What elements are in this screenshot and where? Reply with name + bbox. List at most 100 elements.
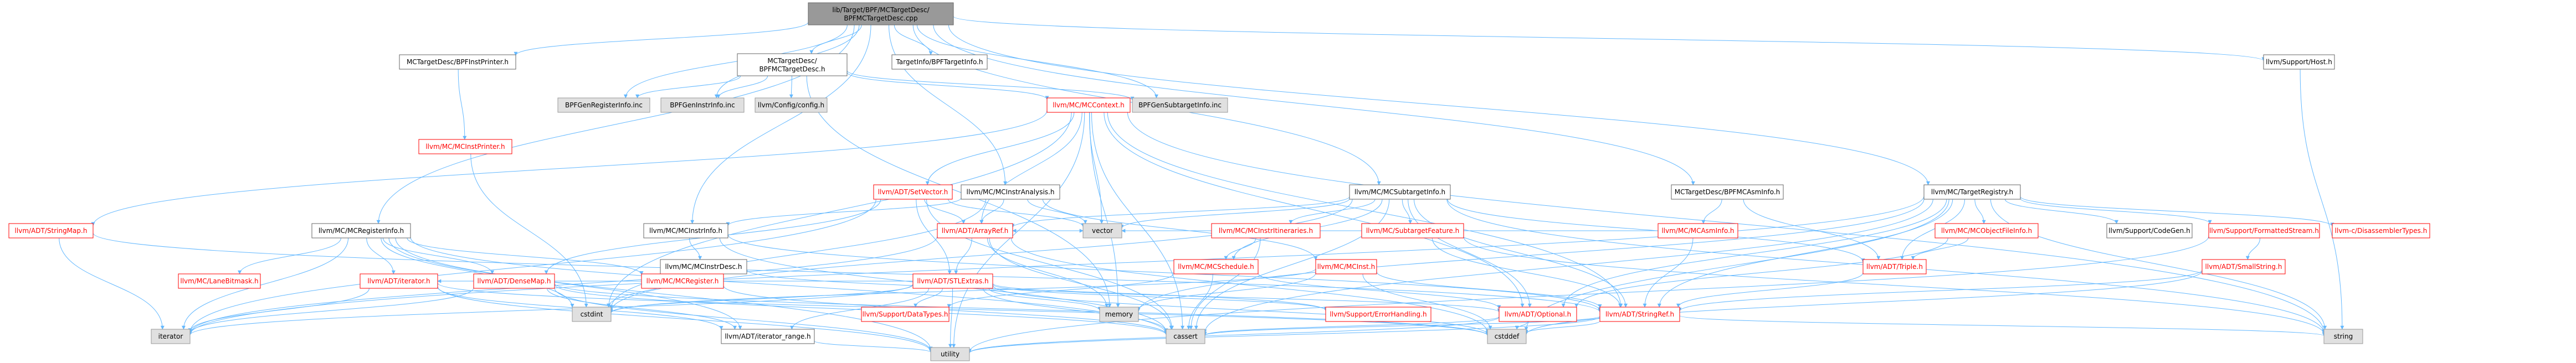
- node-label: llvm/Support/DataTypes.h: [863, 310, 948, 318]
- edge-mcreginfo-to-iterator: [181, 237, 349, 330]
- edge-mcreginfo-to-cstdint: [381, 237, 574, 308]
- edge-targetregistry-to-cstddef: [1524, 199, 1949, 331]
- edge-arrayref-to-memory: [987, 237, 1109, 308]
- node-box: [2332, 223, 2430, 238]
- node-box: [1211, 223, 1321, 238]
- node-label: llvm/Support/FormattedStream.h: [2209, 227, 2319, 235]
- edge-mcinst-to-memory: [1136, 273, 1316, 311]
- edge-stlextras-to-errorhandling: [992, 284, 1328, 311]
- edge-subtargetfeat-to-string: [1463, 236, 2326, 335]
- node-fmtstream[interactable]: llvm/Support/FormattedStream.h: [2208, 223, 2320, 238]
- node-box: [360, 273, 438, 289]
- node-host[interactable]: llvm/Support/Host.h: [2263, 54, 2335, 70]
- node-box: [1923, 184, 2021, 200]
- node-box: [399, 54, 516, 70]
- node-label: llvm/ADT/StringMap.h: [15, 227, 88, 235]
- node-label: llvm/MC/MCInstrDesc.h: [665, 263, 742, 271]
- node-bpfmctd[interactable]: MCTargetDesc/BPFMCTargetDesc.h: [737, 53, 848, 76]
- edge-arrayref-to-stlextras: [954, 237, 972, 274]
- node-label: llvm/ADT/SetVector.h: [878, 188, 948, 196]
- edge-bpfmctd-to-subtarget_inc: [846, 70, 1135, 101]
- node-box: [721, 329, 815, 344]
- node-instranalysis[interactable]: llvm/MC/MCInstrAnalysis.h: [961, 184, 1060, 200]
- edge-bpfmctd-to-config: [789, 75, 793, 98]
- edge-host-to-string: [2300, 69, 2344, 330]
- edge-asminfo_bpf-to-triple: [1743, 199, 1881, 260]
- edge-mccontext-to-utility: [952, 112, 1085, 348]
- node-mcreginfo[interactable]: llvm/MC/MCRegisterInfo.h: [311, 223, 411, 238]
- node-mcinstrinfo[interactable]: llvm/MC/MCInstrInfo.h: [643, 223, 728, 238]
- node-mcinstrdesc[interactable]: llvm/MC/MCInstrDesc.h: [660, 259, 747, 274]
- node-mcasminfo[interactable]: llvm/MC/MCAsmInfo.h: [1658, 223, 1738, 238]
- node-stringmap[interactable]: llvm/ADT/StringMap.h: [8, 223, 94, 238]
- node-subtargetfeat[interactable]: llvm/MC/SubtargetFeature.h: [1361, 223, 1464, 238]
- node-box: [473, 273, 555, 289]
- node-targetregistry[interactable]: llvm/MC/TargetRegistry.h: [1923, 184, 2021, 200]
- node-root[interactable]: lib/Target/BPF/MCTargetDesc/BPFMCTargetD…: [808, 2, 954, 25]
- node-box: [1046, 97, 1131, 113]
- node-box: [937, 223, 1013, 238]
- node-box: [1325, 307, 1431, 322]
- node-instprinter[interactable]: MCTargetDesc/BPFInstPrinter.h: [399, 54, 516, 70]
- node-subtargetinfo[interactable]: llvm/MC/MCSubtargetInfo.h: [1349, 184, 1451, 200]
- node-mcschedule[interactable]: llvm/MC/MCSchedule.h: [1173, 259, 1259, 274]
- node-label: BPFGenRegisterInfo.inc: [565, 101, 643, 109]
- node-codegen[interactable]: llvm/Support/CodeGen.h: [2106, 223, 2193, 238]
- node-label: llvm/MC/MCAsmInfo.h: [1661, 227, 1734, 235]
- node-label: llvm/MC/MCRegisterInfo.h: [319, 227, 404, 235]
- node-mcregister[interactable]: llvm/MC/MCRegister.h: [641, 273, 724, 289]
- node-smallstring[interactable]: llvm/ADT/SmallString.h: [2202, 259, 2286, 274]
- node-disasm[interactable]: llvm-c/DisassemblerTypes.h: [2332, 223, 2430, 238]
- edge-targetregistry-to-memory: [1136, 199, 1925, 312]
- node-stringref[interactable]: llvm/ADT/StringRef.h: [1599, 307, 1680, 322]
- node-setvector[interactable]: llvm/ADT/SetVector.h: [873, 184, 953, 200]
- node-mccontext[interactable]: llvm/MC/MCContext.h: [1046, 97, 1131, 113]
- edge-mcreginfo-to-mcregister: [407, 237, 644, 276]
- node-asminfo_bpf[interactable]: MCTargetDesc/BPFMCAsmInfo.h: [1671, 184, 1784, 200]
- node-label: utility: [941, 350, 959, 358]
- node-densemap[interactable]: llvm/ADT/DenseMap.h: [473, 273, 555, 289]
- node-mcinst[interactable]: llvm/MC/MCInst.h: [1315, 259, 1377, 274]
- node-arrayref[interactable]: llvm/ADT/ArrayRef.h: [937, 223, 1013, 238]
- node-mcinstprinter[interactable]: llvm/MC/MCInstPrinter.h: [418, 139, 512, 154]
- node-box: [1166, 329, 1205, 344]
- node-iterrange[interactable]: llvm/ADT/iterator_range.h: [721, 329, 815, 344]
- node-optional[interactable]: llvm/ADT/Optional.h: [1499, 307, 1577, 322]
- node-instritin[interactable]: llvm/MC/MCInstrItineraries.h: [1211, 223, 1321, 238]
- edge-root-to-mcinstrinfo: [690, 24, 871, 224]
- node-box: [1658, 223, 1738, 238]
- node-triple[interactable]: llvm/ADT/Triple.h: [1862, 259, 1927, 274]
- node-instrinfo_inc: BPFGenInstrInfo.inc: [660, 97, 745, 113]
- edge-optional-to-cassert: [1203, 316, 1500, 336]
- edge-root-to-instprinter: [514, 22, 809, 56]
- node-errorhandling[interactable]: llvm/Support/ErrorHandling.h: [1325, 307, 1431, 322]
- node-box: [873, 184, 953, 200]
- node-stlextras[interactable]: llvm/ADT/STLExtras.h: [912, 273, 993, 289]
- edge-stringref-to-string: [1679, 315, 2326, 336]
- node-box: [2106, 223, 2193, 238]
- node-box: [151, 329, 191, 344]
- node-vector: vector: [1082, 223, 1122, 238]
- node-label: llvm/MC/MCRegister.h: [646, 277, 719, 285]
- node-label: llvm/ADT/iterator.h: [367, 277, 430, 285]
- node-label: llvm/MC/SubtargetFeature.h: [1366, 227, 1459, 235]
- node-targetinfo[interactable]: TargetInfo/BPFTargetInfo.h: [891, 54, 988, 70]
- node-label: llvm/MC/LaneBitmask.h: [180, 277, 258, 285]
- node-adtiterator[interactable]: llvm/ADT/iterator.h: [360, 273, 438, 289]
- node-label: llvm/MC/MCInstrAnalysis.h: [967, 188, 1055, 196]
- edge-densemap-to-utility: [554, 288, 933, 351]
- edge-root-to-subtarget_inc: [916, 24, 1158, 98]
- node-datatypes[interactable]: llvm/Support/DataTypes.h: [861, 307, 950, 322]
- node-box: [1934, 223, 2039, 238]
- edge-instranalysis-to-mcinstrinfo: [726, 198, 962, 226]
- edge-arrayref-to-cstddef: [1010, 237, 1490, 333]
- edge-mcreginfo-to-densemap: [382, 237, 495, 274]
- node-objfileinfo[interactable]: llvm/MC/MCObjectFileInfo.h: [1934, 223, 2039, 238]
- node-label: llvm/MC/MCSchedule.h: [1178, 263, 1254, 271]
- edge-bpfmctd-to-instrinfo_inc: [716, 75, 768, 98]
- node-box: [2208, 223, 2320, 238]
- node-lanebitmask[interactable]: llvm/MC/LaneBitmask.h: [178, 273, 261, 289]
- edge-subtargetinfo-to-instritin: [1289, 199, 1376, 224]
- node-layer: lib/Target/BPF/MCTargetDesc/BPFMCTargetD…: [8, 2, 2430, 361]
